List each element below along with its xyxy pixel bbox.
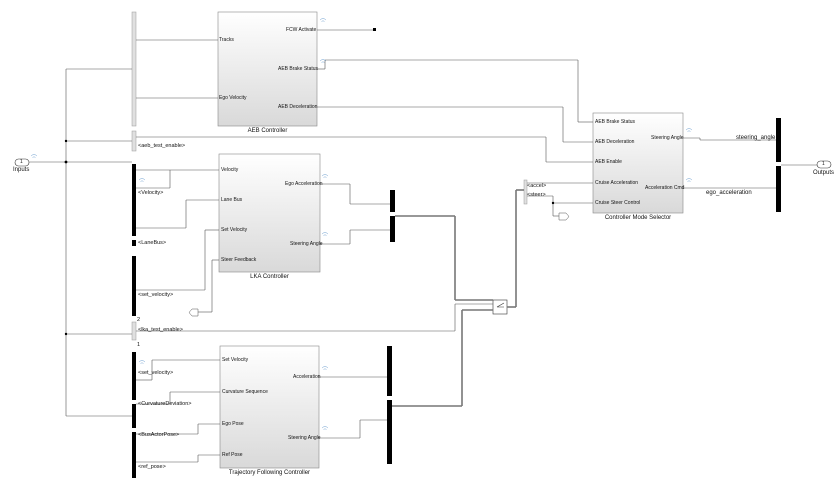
lka-output-steering-angle: Steering Angle [290, 241, 323, 247]
tfc-input-ref-pose: Ref Pose [222, 452, 243, 458]
aeb-output-brake-status: AEB Brake Status [278, 66, 319, 72]
inport-number: 1 [20, 159, 23, 165]
aeb-block-title: AEB Controller [247, 128, 288, 134]
aeb-input-ego-velocity: Ego Velocity [219, 95, 247, 101]
lka-input-steer-feedback: Steer Feedback [221, 257, 257, 263]
lka-input-set-velocity: Set Velocity [221, 227, 248, 233]
signal-set-velocity-tfc: <set_velocity> [138, 370, 174, 376]
aeb-controller-block[interactable] [217, 11, 318, 127]
tfc-output-steering-angle: Steering Angle [288, 435, 321, 441]
cms-input-aeb-enable: AEB Enable [595, 159, 622, 165]
trajectory-following-controller-block[interactable] [219, 345, 320, 469]
goto-tag-steer[interactable] [558, 212, 570, 221]
signal-lanebus: <LaneBus> [138, 240, 167, 246]
tfc-input-set-velocity: Set Velocity [222, 357, 249, 363]
controller-mode-selector-block[interactable] [592, 112, 684, 214]
lka-input-lane-bus: Lane Bus [221, 197, 243, 203]
fcw-terminator[interactable] [373, 28, 376, 31]
switch-port-2: 2 [137, 317, 141, 323]
cms-input-cruise-steer-control: Cruise Steer Control [595, 200, 641, 206]
cms-input-aeb-deceleration: AEB Deceleration [595, 139, 635, 145]
cms-input-cruise-acceleration: Cruise Acceleration [595, 180, 639, 186]
signal-steer: <steer> [527, 192, 546, 198]
aeb-output-deceleration: AEB Deceleration [278, 104, 318, 110]
signal-accel: <accel> [527, 183, 547, 189]
bus-selector-aeb[interactable] [131, 11, 137, 127]
signal-ego-acceleration: ego_acceleration [706, 190, 752, 196]
goto-tag-lka-steer[interactable] [188, 308, 199, 317]
signal-curvature-deviation: <CurvatureDeviation> [138, 401, 192, 407]
outport-label: Outputs [813, 170, 835, 176]
bus-selector-aeb-enable[interactable] [131, 130, 137, 152]
lka-output-ego-acceleration: Ego Acceleration [285, 181, 323, 187]
signal-aeb-test-enable: <aeb_test_enable> [138, 143, 186, 149]
outport-number: 1 [822, 161, 825, 167]
aeb-input-tracks: Tracks [219, 37, 234, 43]
bus-selector-tfc[interactable] [132, 352, 136, 478]
signal-busactorpose: <BusActorPose> [138, 432, 180, 438]
tfc-input-ego-pose: Ego Pose [222, 421, 244, 427]
lka-controller-block[interactable] [218, 153, 321, 273]
bus-selector-lka-bottom[interactable] [132, 256, 136, 316]
signal-icon [30, 18, 693, 430]
switch-port-1: 1 [137, 342, 141, 348]
aeb-output-fcw-activate: FCW Activate [286, 27, 317, 33]
cms-input-aeb-brake-status: AEB Brake Status [595, 119, 636, 125]
bus-creator-tfc-out[interactable] [387, 346, 392, 464]
cms-output-acceleration-cmd: Acceleration Cmd [645, 185, 685, 191]
cms-output-steering-angle: Steering Angle [651, 135, 684, 141]
tfc-output-acceleration: Acceleration [293, 374, 321, 380]
tfc-input-curvature-sequence: Curvature Sequence [222, 389, 268, 395]
bus-selector-switch-out[interactable] [523, 179, 528, 205]
inport-block[interactable] [14, 158, 30, 167]
inport-label: Inputs [13, 167, 30, 173]
signal-steering-angle: steering_angle [736, 135, 776, 141]
signal-set-velocity-lka: <set_velocity> [138, 292, 174, 298]
tfc-block-title: Trajectory Following Controller [228, 470, 311, 476]
lka-input-velocity: Velocity [221, 167, 239, 173]
signal-ref-pose: <ref_pose> [138, 464, 166, 470]
cms-block-title: Controller Mode Selector [604, 215, 672, 221]
signal-velocity: <Velocity> [138, 190, 164, 196]
bus-selector-lka-top[interactable] [132, 164, 136, 246]
outport-block[interactable] [816, 160, 832, 169]
signal-lka-test-enable: <lka_test_enable> [138, 327, 183, 333]
lka-block-title: LKA Controller [250, 274, 289, 280]
bus-selector-lka-enable[interactable] [131, 321, 137, 341]
